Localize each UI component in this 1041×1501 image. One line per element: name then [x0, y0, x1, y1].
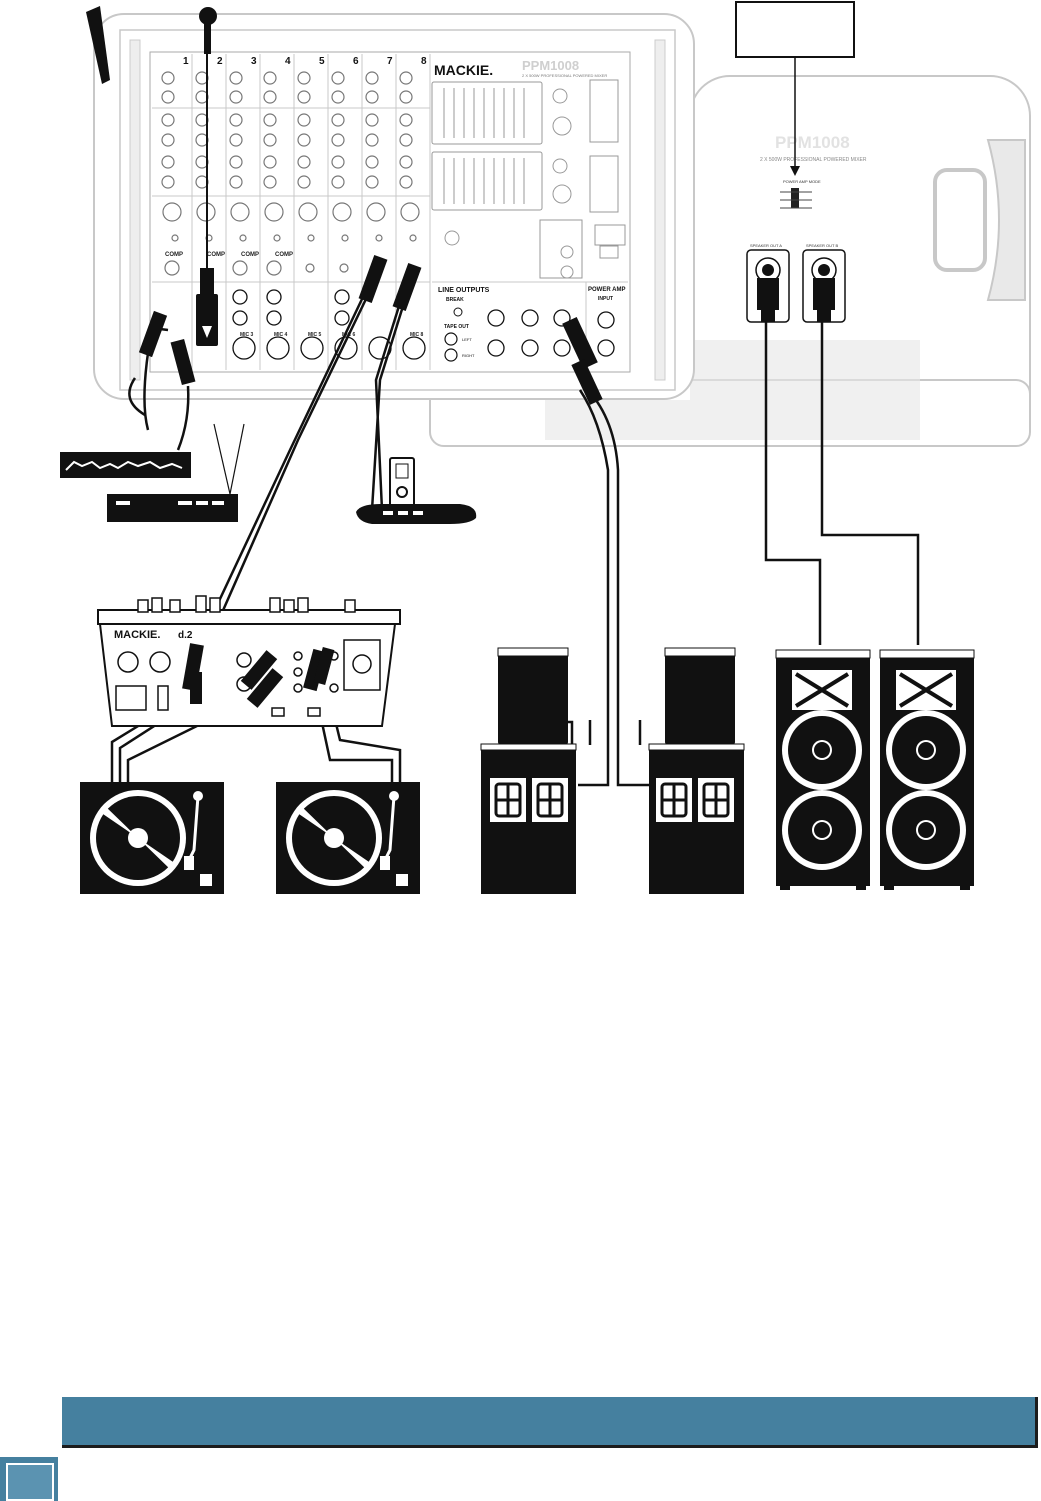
comp-label-2: COMP — [207, 252, 225, 258]
d2-model: d.2 — [178, 630, 193, 641]
channel-number-2: 2 — [217, 56, 223, 67]
mode-title: POWER AMP MODE — [783, 179, 821, 184]
effects-processor — [60, 452, 191, 478]
channel-number-7: 7 — [387, 56, 393, 67]
comp-label-4: COMP — [275, 252, 293, 258]
rear-subtitle: 2 X 500W PROFESSIONAL POWERED MIXER — [760, 157, 867, 163]
tape-right-label: RIGHT — [462, 353, 475, 358]
footer-bar — [62, 1397, 1038, 1448]
page-tab-box — [6, 1463, 54, 1501]
channel-number-3: 3 — [251, 56, 257, 67]
speaker-out-a-jack[interactable]: SPEAKER OUT A — [747, 243, 789, 322]
speaker-out-b-label: SPEAKER OUT B — [806, 243, 838, 248]
input-label: INPUT — [598, 296, 613, 302]
rear-model: PPM1008 — [775, 133, 850, 152]
powered-monitor-left — [481, 648, 576, 894]
speaker-out-a-label: SPEAKER OUT A — [750, 243, 782, 248]
channel-number-4: 4 — [285, 56, 291, 67]
tape-out-label: TAPE OUT — [444, 324, 469, 330]
passive-speaker-right — [880, 650, 974, 890]
break-label: BREAK — [446, 297, 464, 303]
ppm-subtitle: 2 X 500W PROFESSIONAL POWERED MIXER — [522, 73, 607, 78]
line-outputs-label: LINE OUTPUTS — [438, 287, 490, 294]
powered-monitor-right — [649, 648, 744, 894]
dj-mixer-d2: MACKIE. d.2 — [98, 596, 400, 726]
turntable-right — [276, 782, 420, 894]
power-amp-label: POWER AMP — [588, 287, 625, 293]
ppm-model: PPM1008 — [522, 58, 579, 73]
callout-box — [736, 2, 854, 57]
wireless-receiver — [107, 494, 238, 522]
mic-label-3: MIC 3 — [240, 332, 254, 338]
channel-number-1: 1 — [183, 56, 189, 67]
mic-label-5: MIC 5 — [308, 332, 322, 338]
page-number-tab — [0, 1457, 58, 1501]
speaker-out-b-jack[interactable]: SPEAKER OUT B — [803, 243, 845, 322]
d2-brand: MACKIE. — [114, 629, 160, 641]
mic-label-4: MIC 4 — [274, 332, 288, 338]
channel-number-5: 5 — [319, 56, 325, 67]
break-switch[interactable] — [454, 308, 462, 316]
turntable-left — [80, 782, 224, 894]
comp-label-3: COMP — [241, 252, 259, 258]
passive-speaker-left — [776, 650, 870, 890]
comp-label-1: COMP — [165, 252, 183, 258]
ppm-brand: MACKIE. — [434, 62, 493, 78]
mic-label-8: MIC 8 — [410, 332, 424, 338]
channel-number-8: 8 — [421, 56, 427, 67]
channel-number-6: 6 — [353, 56, 359, 67]
tape-left-label: LEFT — [462, 337, 472, 342]
